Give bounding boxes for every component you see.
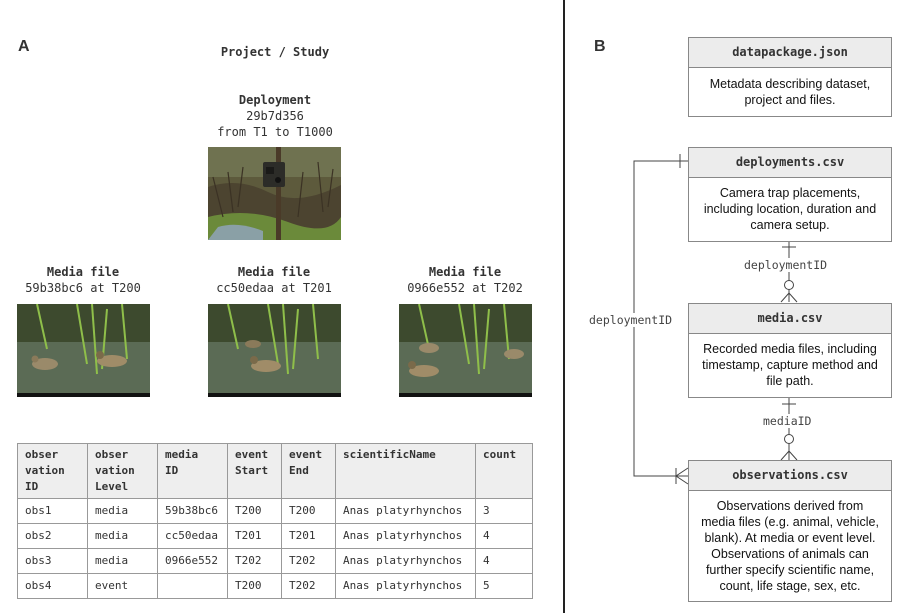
crowfoot-optional-circle xyxy=(784,434,794,444)
text-line: Observations derived from xyxy=(716,499,864,513)
media-file-label: Media file xyxy=(237,265,311,279)
header-line: ID xyxy=(165,464,179,477)
header-line: event xyxy=(289,448,323,461)
cell: 0966e552 xyxy=(157,548,228,574)
relation-label-deployment-id: deploymentID xyxy=(744,258,828,272)
panel-b-letter: B xyxy=(594,38,606,55)
box-title: observations.csv xyxy=(689,461,891,491)
box-description: Observations derived from media files (e… xyxy=(689,491,891,594)
cell: T200 xyxy=(227,498,282,524)
header-line: vation xyxy=(25,464,65,477)
media-photo-2 xyxy=(208,304,341,397)
header-line: Start xyxy=(235,464,269,477)
crowfoot-optional-circle xyxy=(784,280,794,290)
header-line: obser xyxy=(25,448,59,461)
text-line: count, life stage, sex, etc. xyxy=(719,579,861,593)
header-line: Level xyxy=(95,480,129,493)
cell: cc50edaa xyxy=(157,523,228,549)
deployment-caption: Deployment 29b7d356 from T1 to T1000 xyxy=(170,92,380,140)
col-observation-level: obser vation Level xyxy=(87,443,158,499)
text-line: Metadata describing dataset, xyxy=(709,77,871,91)
media-file-caption-2: Media file cc50edaa at T201 xyxy=(191,264,357,296)
box-title: datapackage.json xyxy=(689,38,891,68)
table-row: obs2 media cc50edaa T201 T201 Anas platy… xyxy=(17,523,533,549)
cell: media xyxy=(87,498,158,524)
cell: 4 xyxy=(475,548,533,574)
box-title: deployments.csv xyxy=(689,148,891,178)
media-file-label: Media file xyxy=(46,265,120,279)
text-line: Observations of animals can xyxy=(711,547,869,561)
header-line: ID xyxy=(25,480,39,493)
media-photo-1 xyxy=(17,304,150,397)
deployment-label: Deployment xyxy=(238,93,312,107)
deployment-id: 29b7d356 xyxy=(246,109,304,123)
cell: T202 xyxy=(227,548,282,574)
cell: T200 xyxy=(227,573,282,599)
media-file-id: 0966e552 at T202 xyxy=(407,281,523,295)
col-count: count xyxy=(475,443,533,499)
text-line: project and files. xyxy=(744,93,836,107)
header-line: obser xyxy=(95,448,129,461)
panel-a-letter: A xyxy=(18,38,30,55)
cell: T202 xyxy=(281,573,336,599)
cell: Anas platyrhynchos xyxy=(335,523,476,549)
text-line: Camera trap placements, xyxy=(719,186,861,200)
header-line: count xyxy=(483,448,517,461)
cell: media xyxy=(87,523,158,549)
text-line: file path. xyxy=(766,374,814,388)
cell: Anas platyrhynchos xyxy=(335,573,476,599)
relation-label-media-id: mediaID xyxy=(763,414,812,428)
cell: obs4 xyxy=(17,573,88,599)
box-title: media.csv xyxy=(689,304,891,334)
observations-table: obser vation ID obser vation Level media… xyxy=(17,443,533,599)
relation-label-deployment-id-left: deploymentID xyxy=(589,313,673,327)
box-description: Metadata describing dataset, project and… xyxy=(689,68,891,108)
text-line: Recorded media files, including xyxy=(703,342,877,356)
crowfoot-many-mark xyxy=(780,450,798,461)
media-photo-3 xyxy=(399,304,532,397)
col-event-end: event End xyxy=(281,443,336,499)
deployment-photo xyxy=(208,147,341,240)
media-file-caption-3: Media file 0966e552 at T202 xyxy=(382,264,548,296)
panel-divider xyxy=(563,0,565,613)
header-line: event xyxy=(235,448,269,461)
datapackage-box: datapackage.json Metadata describing dat… xyxy=(688,37,892,117)
table-row: obs3 media 0966e552 T202 T202 Anas platy… xyxy=(17,548,533,574)
header-line: End xyxy=(289,464,309,477)
media-file-caption-1: Media file 59b38bc6 at T200 xyxy=(0,264,166,296)
text-line: camera setup. xyxy=(750,218,830,232)
cell: T201 xyxy=(281,523,336,549)
col-scientific-name: scientificName xyxy=(335,443,476,499)
col-media-id: media ID xyxy=(157,443,228,499)
cell: media xyxy=(87,548,158,574)
media-file-id: 59b38bc6 at T200 xyxy=(25,281,141,295)
crowfoot-many-mark xyxy=(780,292,798,303)
text-line: including location, duration and xyxy=(703,202,877,216)
header-line: scientificName xyxy=(343,448,436,461)
box-description: Camera trap placements, including locati… xyxy=(689,178,891,233)
deployment-range: from T1 to T1000 xyxy=(217,125,333,139)
project-title: Project / Study xyxy=(220,45,330,59)
col-observation-id: obser vation ID xyxy=(17,443,88,499)
observations-box: observations.csv Observations derived fr… xyxy=(688,460,892,602)
header-line: vation xyxy=(95,464,135,477)
cell: 5 xyxy=(475,573,533,599)
media-box: media.csv Recorded media files, includin… xyxy=(688,303,892,398)
table-header-row: obser vation ID obser vation Level media… xyxy=(17,443,533,499)
media-file-label: Media file xyxy=(428,265,502,279)
text-line: media files (e.g. animal, vehicle, xyxy=(701,515,879,529)
deployments-box: deployments.csv Camera trap placements, … xyxy=(688,147,892,242)
table-row: obs4 event T200 T202 Anas platyrhynchos … xyxy=(17,573,533,599)
cell: T201 xyxy=(227,523,282,549)
text-line: blank). At media or event level. xyxy=(704,531,876,545)
header-line: media xyxy=(165,448,199,461)
text-line: timestamp, capture method and xyxy=(702,358,878,372)
media-file-id: cc50edaa at T201 xyxy=(216,281,332,295)
cell xyxy=(157,573,228,599)
text-line: further specify scientific name, xyxy=(705,563,875,577)
box-description: Recorded media files, including timestam… xyxy=(689,334,891,389)
